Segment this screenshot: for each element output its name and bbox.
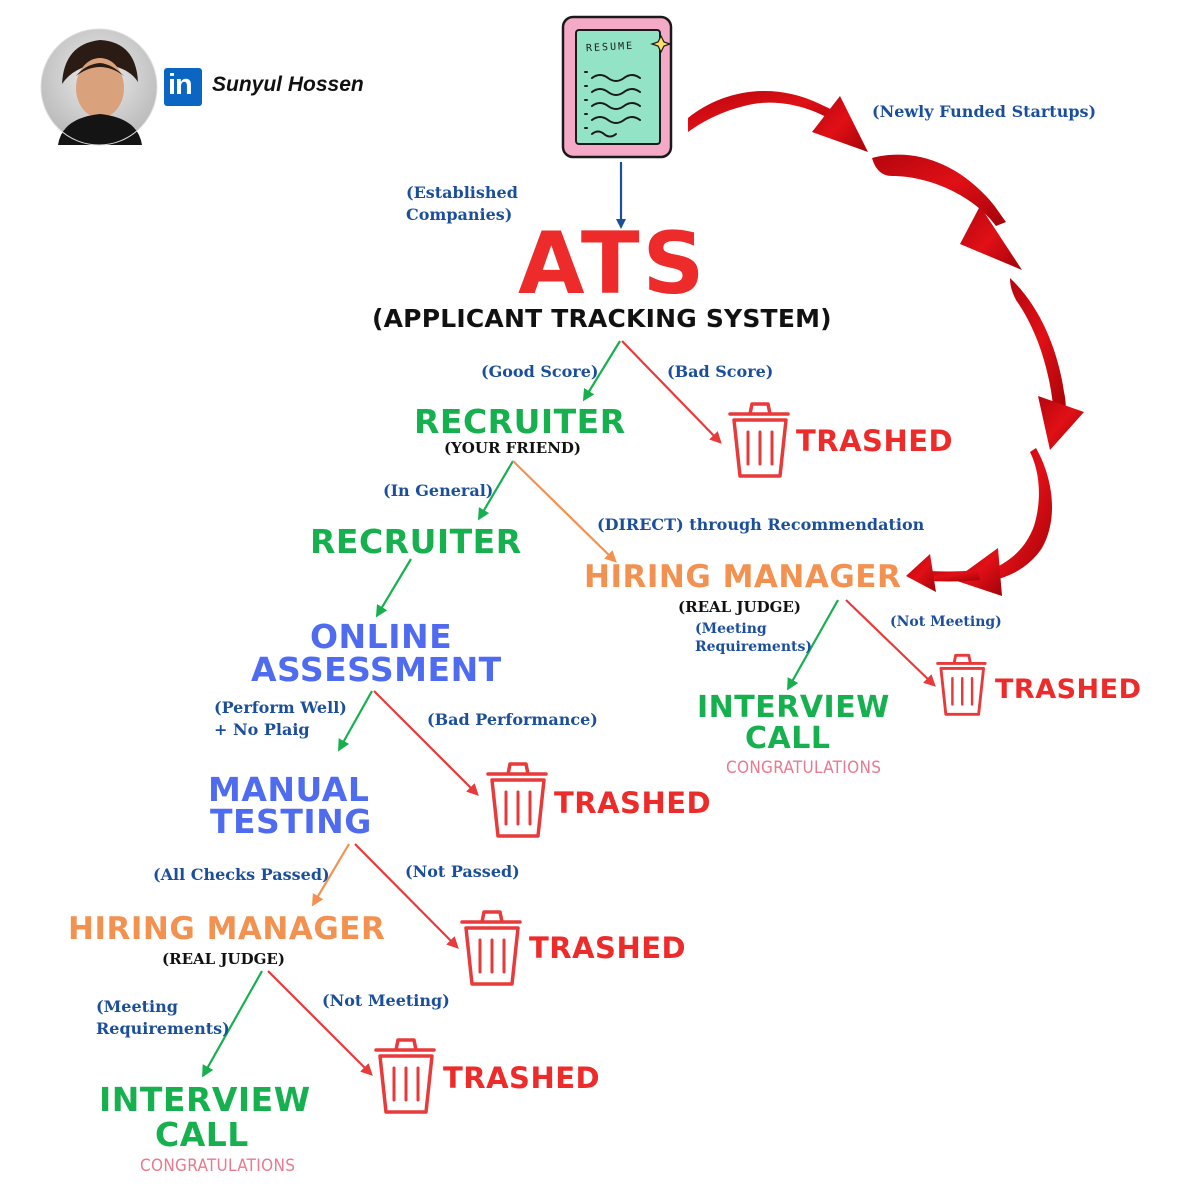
node-online-assessment-2: ASSESSMENT: [251, 650, 502, 689]
trashed-label: TRASHED: [443, 1061, 601, 1095]
node-recruiter-friend-sub: (YOUR FRIEND): [444, 439, 582, 457]
trashed-label: TRASHED: [796, 424, 954, 458]
edge-label-not-meeting-left: (Not Meeting): [322, 991, 450, 1010]
edge-label-perform-well-1: (Perform Well): [214, 698, 347, 717]
node-interview-right-2: CALL: [745, 721, 831, 756]
node-interview-left-1: INTERVIEW: [99, 1080, 311, 1119]
node-hiring-manager-right: HIRING MANAGER: [584, 559, 902, 595]
edge-label-established-2: Companies): [406, 205, 513, 224]
connectors: [202, 162, 936, 1078]
node-interview-right-note: CONGRATULATIONS: [726, 758, 882, 778]
edge-good-score: [582, 340, 621, 402]
edge-direct: [512, 460, 617, 563]
node-manual-testing-2: TESTING: [210, 802, 372, 841]
ats-title: ATS: [518, 214, 708, 314]
edge-label-established-1: (Established: [406, 183, 518, 202]
avatar: [40, 28, 158, 146]
edge-label-meeting-right-1: (Meeting: [695, 621, 767, 637]
ats-subtitle: (APPLICANT TRACKING SYSTEM): [372, 304, 832, 333]
edge-label-all-checks: (All Checks Passed): [153, 865, 330, 884]
trash-icon: [728, 402, 790, 478]
edge-label-good-score: (Good Score): [481, 362, 599, 381]
linkedin-icon[interactable]: [164, 68, 202, 106]
edge-bad-score: [621, 340, 722, 444]
edge-label-meeting-right-2: Requirements): [695, 639, 812, 655]
edge-label-in-general: (In General): [383, 481, 494, 500]
node-interview-left-2: CALL: [155, 1115, 249, 1154]
edge-recruiter-assessment: [375, 558, 412, 618]
node-recruiter-friend: RECRUITER: [414, 402, 626, 441]
node-hiring-manager-left: HIRING MANAGER: [68, 911, 386, 947]
node-manual-testing-1: MANUAL: [208, 770, 370, 809]
trashed-label: TRASHED: [529, 931, 687, 965]
trash-icon: [460, 910, 522, 986]
node-hiring-manager-left-sub: (REAL JUDGE): [162, 950, 285, 968]
linkedin-glyph: in: [168, 69, 193, 101]
edge-not-passed: [354, 843, 459, 949]
edge-label-not-meeting-right: (Not Meeting): [890, 614, 1002, 630]
edge-label-perform-well-2: + No Plaig: [214, 720, 310, 739]
trashed-label: TRASHED: [995, 674, 1142, 705]
edge-perform-well: [338, 690, 373, 752]
edge-label-meeting-left-1: (Meeting: [96, 997, 178, 1016]
node-online-assessment-1: ONLINE: [310, 617, 453, 656]
resume-icon: [561, 15, 673, 159]
edge-meeting-left: [202, 970, 263, 1078]
edge-not-meeting-left: [267, 970, 373, 1076]
trashed-label: TRASHED: [554, 786, 712, 820]
edge-label-bad-score: (Bad Score): [667, 362, 774, 381]
edge-label-direct: (DIRECT) through Recommendation: [597, 515, 925, 534]
edge-all-checks: [311, 843, 350, 907]
trash-icon: [936, 653, 987, 716]
edge-meeting-right: [787, 599, 839, 691]
edge-not-meeting-right: [845, 599, 936, 687]
startup-curved-arrow: [688, 91, 1084, 596]
trash-icon: [374, 1038, 436, 1114]
node-hiring-manager-right-sub: (REAL JUDGE): [678, 598, 801, 616]
author-name[interactable]: Sunyul Hossen: [212, 73, 364, 96]
edge-label-not-passed: (Not Passed): [405, 862, 520, 881]
edge-label-meeting-left-2: Requirements): [96, 1019, 230, 1038]
edge-in-general: [477, 460, 514, 521]
node-interview-left-note: CONGRATULATIONS: [140, 1156, 296, 1176]
edge-bad-performance: [373, 690, 479, 796]
node-recruiter: RECRUITER: [310, 522, 522, 561]
edge-label-bad-performance: (Bad Performance): [427, 710, 598, 729]
node-interview-right-1: INTERVIEW: [697, 690, 890, 725]
trash-icon: [486, 762, 548, 838]
edge-label-newly-funded: (Newly Funded Startups): [872, 102, 1097, 121]
